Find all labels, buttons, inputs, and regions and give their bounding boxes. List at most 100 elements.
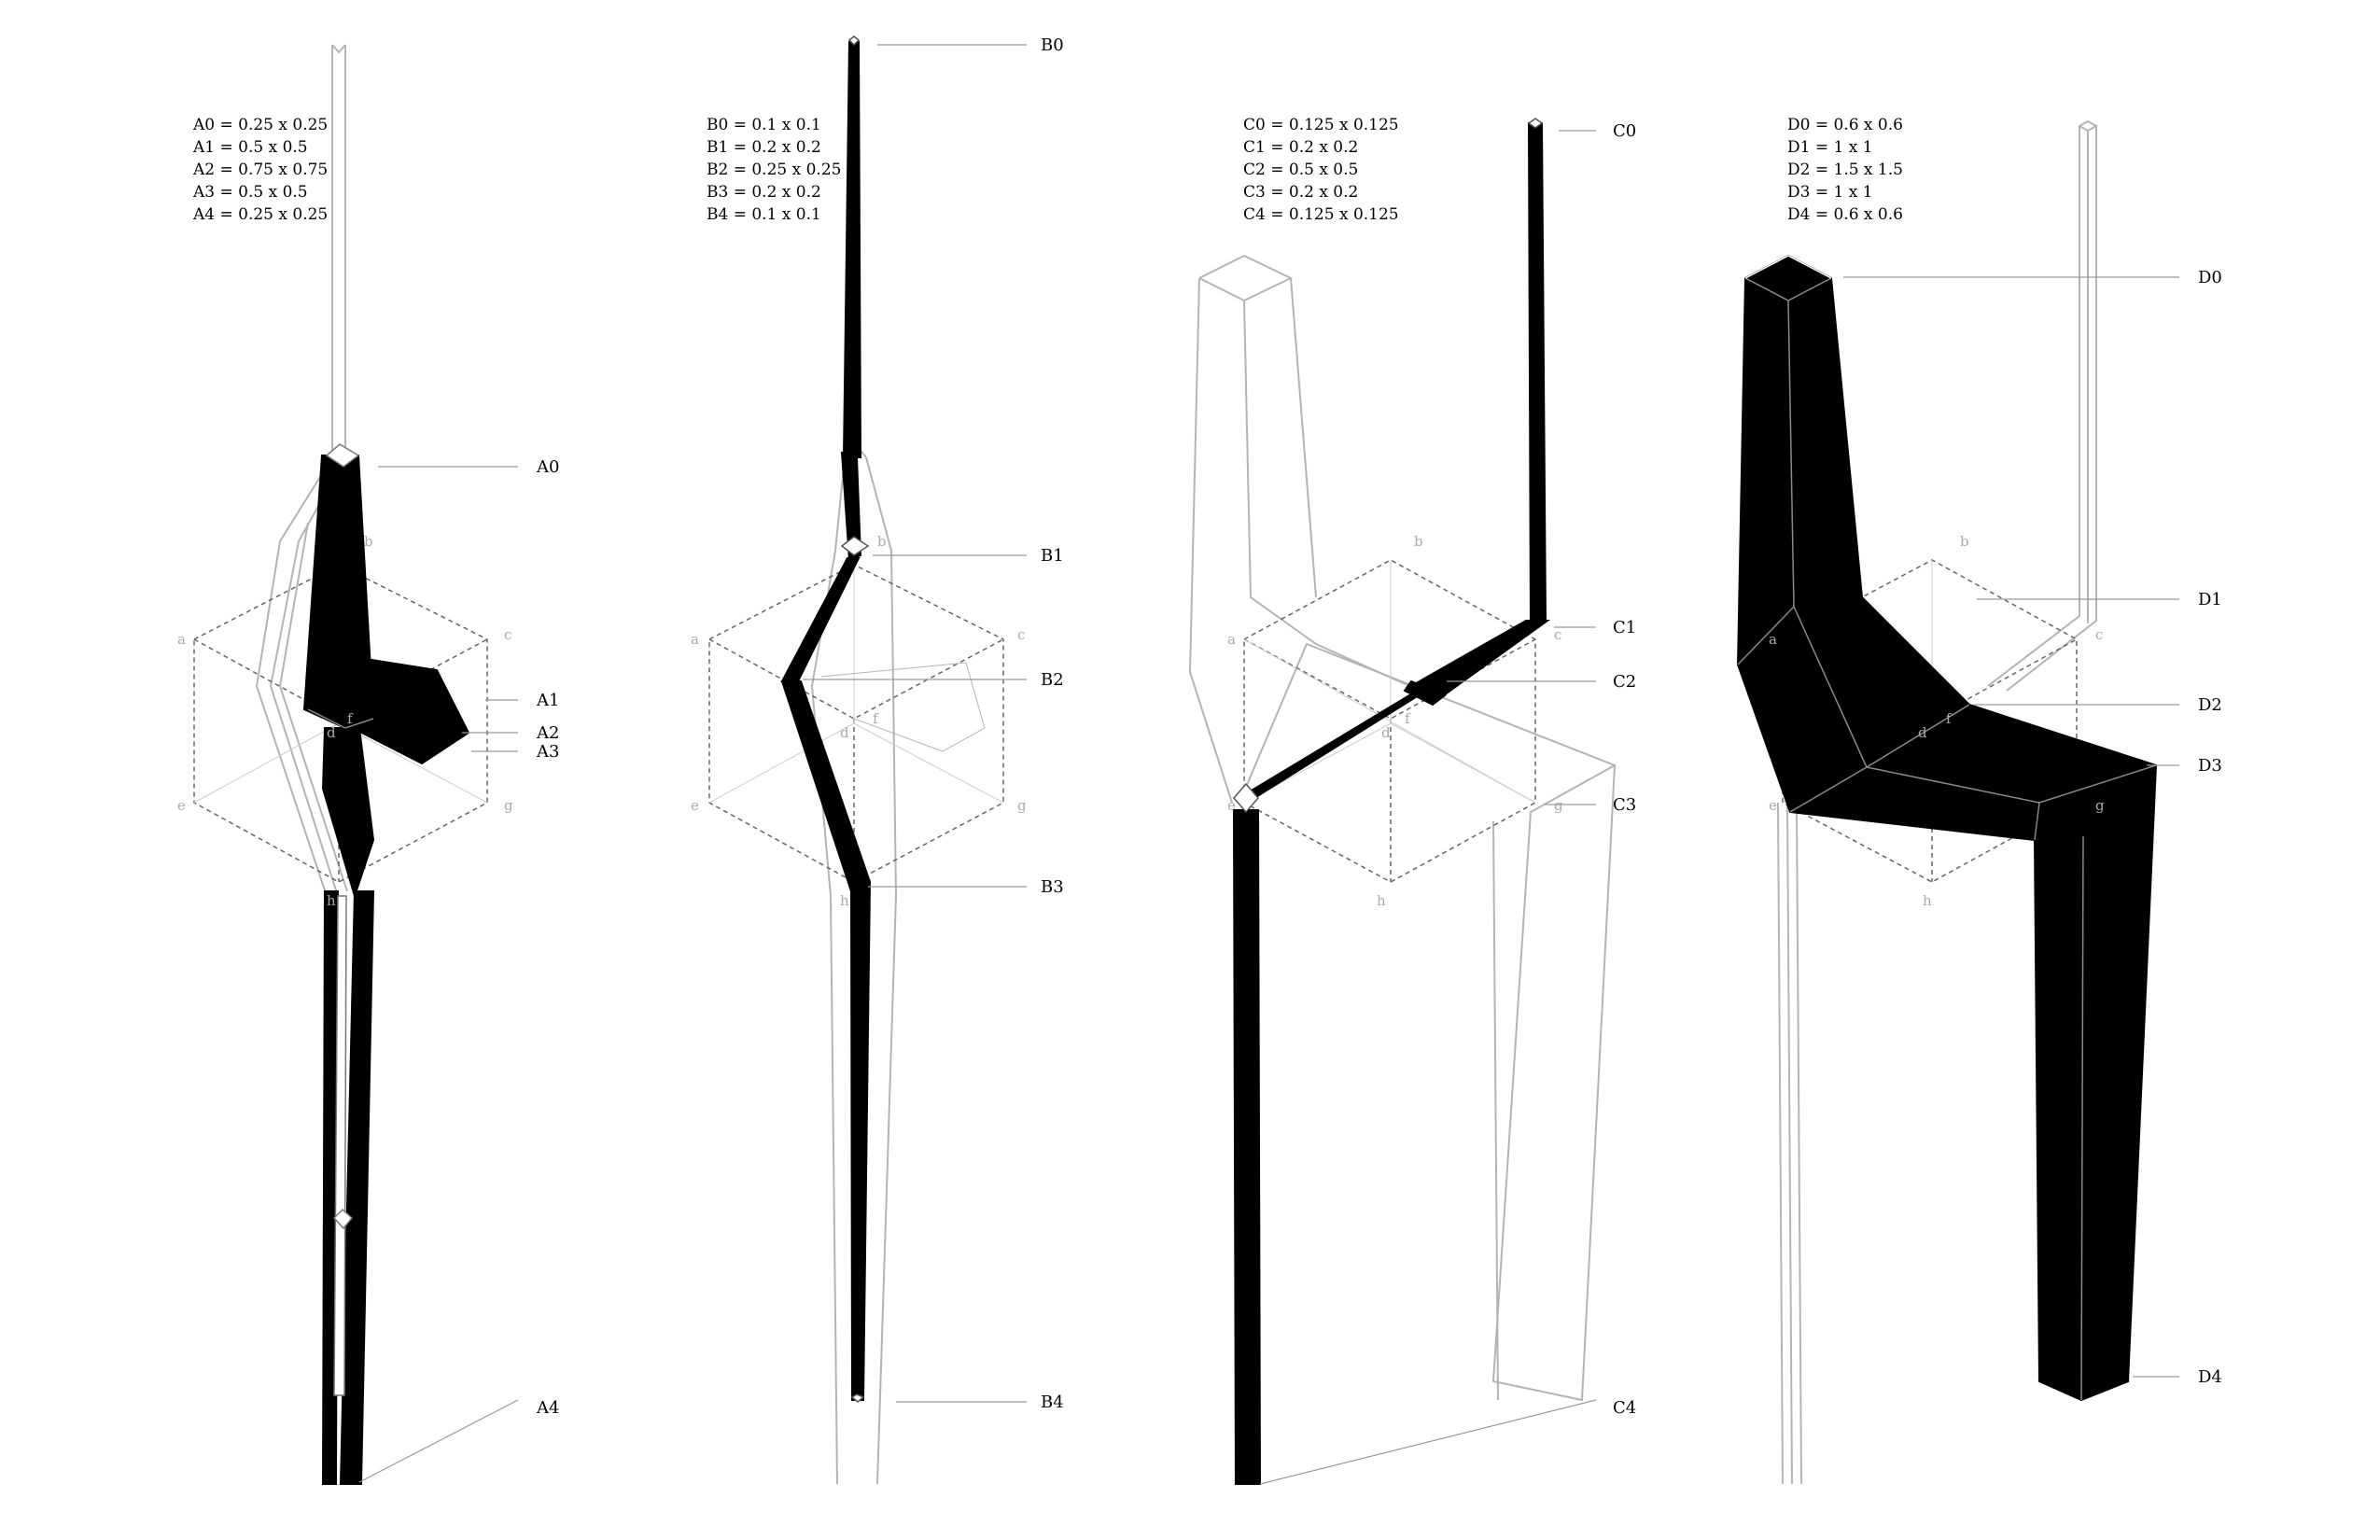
ghost-edge [1188,277,1233,804]
solid-segment [1408,620,1551,702]
legend-c-row: C2 = 0.5 x 0.5 [1243,161,1359,179]
legend-a-row: A0 = 0.25 x 0.25 [193,116,329,134]
ghost-edge [278,522,348,892]
vertex-label-f: f [873,710,879,727]
section-tag-d0: D0 [2198,268,2222,287]
vertex-label-e: e [691,797,699,814]
ghost-edge [1796,805,1802,1485]
section-tag-a3: A3 [536,742,559,762]
ghost-edge [1243,300,1410,687]
vertex-label-d: d [1381,724,1391,741]
legend-b-row: B0 = 0.1 x 0.1 [707,116,821,134]
leader-line [358,1399,519,1483]
panel-d-ghost [1777,119,2099,1485]
solid-segment [780,557,861,682]
vertex-label-e: e [177,797,186,814]
panel-b-cube-back [708,565,1004,804]
section-tag-b4: B4 [1041,1393,1064,1412]
vertex-label-b: b [364,533,373,550]
ghost-edge [1290,277,1317,598]
section-tag-a2: A2 [536,723,559,743]
vertex-label-a: a [1769,631,1777,648]
vertex-label-g: g [504,797,513,814]
cube-edge [708,722,1004,804]
legend-a-row: A2 = 0.75 x 0.75 [193,161,329,179]
vertex-label-d: d [327,724,336,741]
legend-d-row: D0 = 0.6 x 0.6 [1787,116,1903,134]
legend-a-row: A3 = 0.5 x 0.5 [193,183,308,202]
legend-d-row: D3 = 1 x 1 [1787,183,1873,202]
panel-d-white [1744,255,1832,279]
vertex-label-a: a [177,631,186,648]
solid-segment [1527,122,1547,629]
solid-segment [1403,679,1447,707]
section-tag-d2: D2 [2198,695,2222,715]
ghost-edge [810,456,846,1485]
solid-segment [342,658,470,765]
section-tag-a0: A0 [536,457,559,477]
panel-b-white [840,35,870,1403]
legend-c-row: C3 = 0.2 x 0.2 [1243,183,1359,202]
section-tag-d1: D1 [2198,590,2222,609]
vertex-label-c: c [504,626,511,643]
solid-body [1736,254,2158,1402]
legend-d: D0 = 0.6 x 0.6 D1 = 1 x 1 D2 = 1.5 x 1.5… [1787,114,1903,226]
solid-segment [842,41,862,458]
cube-outline [708,564,1004,883]
vertex-label-b: b [877,533,887,550]
vertex-label-b: b [1414,533,1423,550]
cube-edge [1243,638,1536,804]
panel-b-cube [708,564,1004,883]
legend-c-row: C4 = 0.125 x 0.125 [1243,205,1399,224]
joint-marker [332,1208,354,1230]
legend-a-row: A1 = 0.5 x 0.5 [193,138,308,157]
legend-c: C0 = 0.125 x 0.125 C1 = 0.2 x 0.2 C2 = 0… [1243,114,1399,226]
panel-c-solid [1232,122,1551,1485]
core-strip [333,895,347,1396]
vertex-label-d: d [840,724,849,741]
section-tag-c3: C3 [1613,795,1636,815]
legend-d-row: D2 = 1.5 x 1.5 [1787,161,1903,179]
legend-b-row: B3 = 0.2 x 0.2 [707,183,821,202]
vertex-label-a: a [691,631,699,648]
vertex-label-h: h [1377,892,1386,909]
legend-d-row: D1 = 1 x 1 [1787,138,1873,157]
vertex-label-c: c [2095,626,2103,643]
panel-d-edges [1737,277,2157,1401]
panel-d-solid [1736,254,2158,1402]
ghost-edge [1987,126,2080,687]
cap-edge [1744,255,1832,279]
cap-face [850,1393,865,1403]
solid-segment [1232,809,1262,1485]
panel-a-white [307,443,374,1396]
solid-edge [307,708,374,729]
cap-face [847,35,861,47]
cap-face [1527,118,1544,129]
panel-c-ghost [1188,254,1617,1402]
vertex-label-e: e [1227,797,1236,814]
solid-edge [1789,766,1868,813]
ghost-edge [1240,642,1617,1402]
vertex-label-c: c [1554,626,1561,643]
vertex-label-h: h [327,892,336,909]
section-tag-b2: B2 [1041,670,1064,690]
vertex-label-g: g [1554,797,1563,814]
section-tag-d4: D4 [2198,1367,2222,1387]
legend-c-row: C1 = 0.2 x 0.2 [1243,138,1359,157]
panel-b-solid [780,41,872,1401]
ghost-edge [2006,126,2097,692]
vertex-label-h: h [840,892,849,909]
section-tag-c1: C1 [1613,618,1636,637]
vertex-label-g: g [1017,797,1027,814]
ghost-edge [865,456,898,1485]
ghost-edge [1786,804,1793,1485]
ghost-edge [1198,254,1294,302]
panel-b [708,35,1004,1485]
legend-b: B0 = 0.1 x 0.1 B1 = 0.2 x 0.2 B2 = 0.25 … [707,114,841,226]
cube-edge [193,638,488,720]
section-tag-a4: A4 [536,1398,559,1418]
section-tag-c2: C2 [1613,672,1636,692]
